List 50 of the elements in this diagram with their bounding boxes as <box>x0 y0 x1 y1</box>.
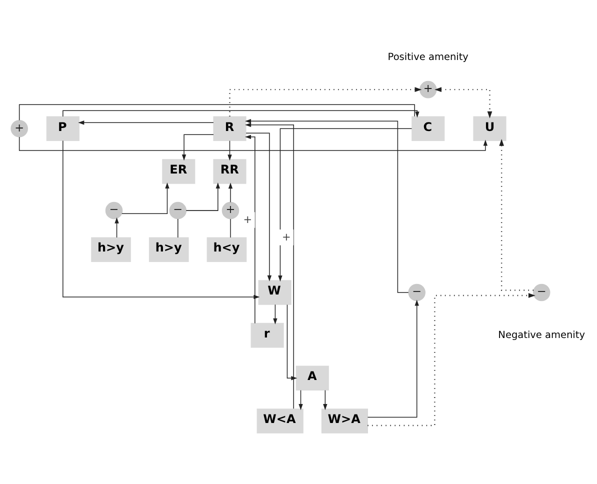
arrow <box>228 140 232 160</box>
node-circle: + <box>10 120 28 137</box>
node-label: Negative amenity <box>498 329 585 340</box>
arrow <box>18 136 488 150</box>
arrow <box>244 134 256 324</box>
arrow <box>434 86 492 118</box>
node-box: W <box>258 280 292 304</box>
node-box: C <box>412 116 445 141</box>
arrow <box>368 292 536 426</box>
arrow <box>62 110 420 118</box>
node-box: R <box>213 116 246 141</box>
node-box: h>y <box>91 236 131 262</box>
node-circle: − <box>105 201 123 219</box>
node-box: W<A <box>256 408 304 433</box>
connector <box>18 104 415 120</box>
arrow <box>245 122 294 408</box>
arrow <box>78 120 214 124</box>
node-box: h>y <box>148 236 189 262</box>
node-circle: − <box>169 201 187 219</box>
arrow <box>122 182 170 214</box>
node-box: U <box>473 116 506 141</box>
arrow <box>286 304 298 380</box>
node-box: P <box>46 116 80 141</box>
arrow <box>182 134 214 160</box>
arrow <box>229 86 422 116</box>
connector <box>230 218 231 238</box>
node-box: W>A <box>321 408 368 433</box>
arrow <box>499 138 534 290</box>
node-box: r <box>250 322 284 348</box>
edge-label: + <box>243 214 252 226</box>
arrow <box>367 299 419 418</box>
arrow <box>245 118 409 292</box>
arrow <box>246 132 272 281</box>
arrow <box>323 389 328 410</box>
node-box: RR <box>213 158 246 184</box>
node-box: ER <box>162 158 196 184</box>
node-box: h<y <box>206 236 247 262</box>
node-box: A <box>296 365 329 390</box>
node-circle: − <box>408 283 426 301</box>
arrow <box>298 389 303 410</box>
node-circle: + <box>222 201 240 219</box>
node-label: Positive amenity <box>388 51 468 62</box>
arrow <box>228 182 233 202</box>
node-circle: + <box>419 80 437 98</box>
arrow <box>278 128 412 282</box>
arrow <box>273 304 278 324</box>
node-circle: − <box>532 283 550 301</box>
arrow <box>114 216 119 238</box>
arrow <box>186 182 220 210</box>
edge-label: + <box>282 231 291 244</box>
